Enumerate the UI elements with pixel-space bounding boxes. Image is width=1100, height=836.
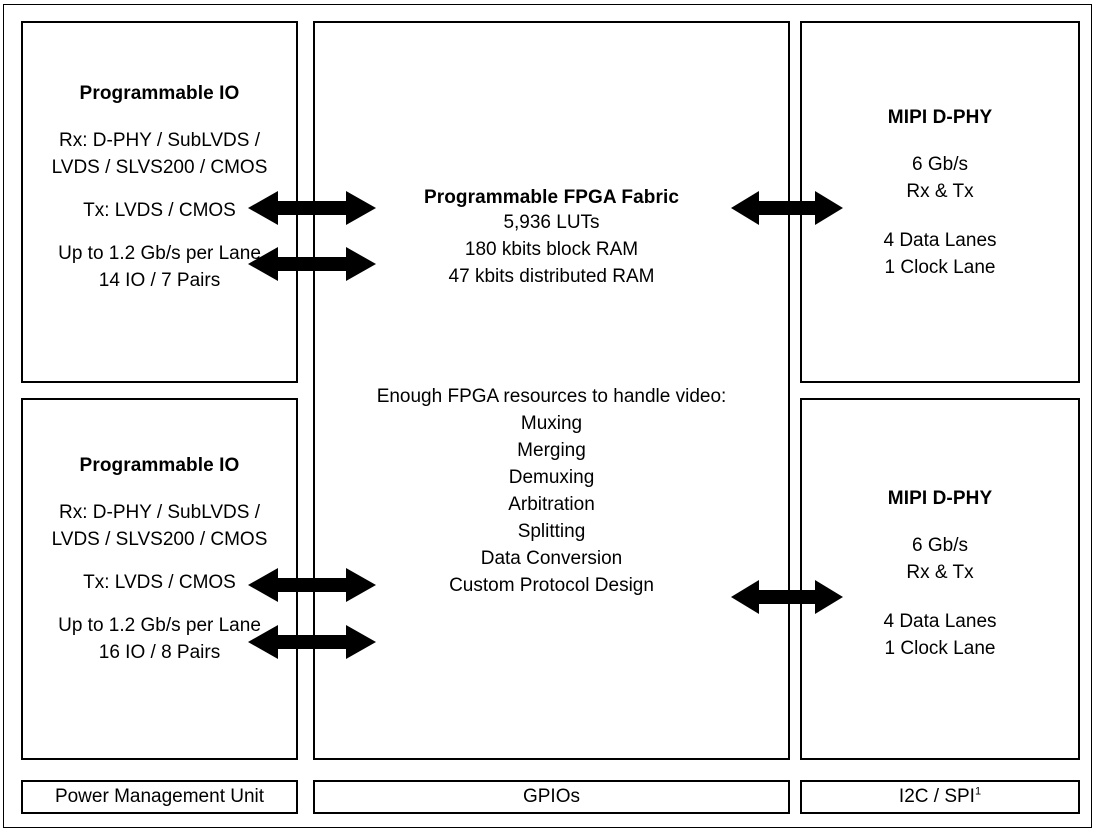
block-mipi-dphy-bottom: MIPI D-PHY 6 Gb/s Rx & Tx 4 Data Lanes 1… <box>800 398 1080 760</box>
gpios-label: GPIOs <box>522 786 580 807</box>
phy-bottom-direction: Rx & Tx <box>906 562 974 583</box>
fabric-resource-item: Muxing <box>520 413 583 434</box>
io-top-title: Programmable IO <box>79 83 240 104</box>
connector-io-bottom-to-fabric-lower <box>248 623 376 661</box>
phy-top-direction: Rx & Tx <box>906 181 974 202</box>
phy-bottom-data-lanes: 4 Data Lanes <box>883 611 997 632</box>
fabric-block-ram: 180 kbits block RAM <box>464 239 639 260</box>
io-bottom-rate: Up to 1.2 Gb/s per Lane <box>58 615 261 636</box>
block-power-management-unit: Power Management Unit <box>21 780 298 814</box>
fabric-resource-item: Arbitration <box>508 494 595 515</box>
connector-io-bottom-to-fabric-upper <box>248 566 376 604</box>
phy-top-data-lanes: 4 Data Lanes <box>883 230 997 251</box>
i2c-spi-label: I2C / SPI1 <box>899 786 981 808</box>
io-top-rx-line1: Rx: D-PHY / SubLVDS / <box>59 130 260 151</box>
phy-bottom-clock-lanes: 1 Clock Lane <box>884 638 996 659</box>
fabric-resource-item: Demuxing <box>508 467 595 488</box>
io-top-rx-line2: LVDS / SLVS200 / CMOS <box>51 157 268 178</box>
fabric-resources-heading: Enough FPGA resources to handle video: <box>376 386 727 407</box>
fabric-resource-item: Splitting <box>517 521 586 542</box>
connector-fabric-to-phy-bottom <box>731 578 843 616</box>
io-bottom-rx-line2: LVDS / SLVS200 / CMOS <box>51 529 268 550</box>
block-gpios: GPIOs <box>313 780 790 814</box>
io-bottom-title: Programmable IO <box>79 455 240 476</box>
phy-top-title: MIPI D-PHY <box>887 107 993 128</box>
fabric-luts: 5,936 LUTs <box>503 212 600 233</box>
fabric-distributed-ram: 47 kbits distributed RAM <box>448 266 655 287</box>
io-bottom-tx: Tx: LVDS / CMOS <box>83 572 236 593</box>
block-programmable-io-top: Programmable IO Rx: D-PHY / SubLVDS / LV… <box>21 21 298 383</box>
i2c-spi-footnote-marker: 1 <box>974 785 982 798</box>
phy-top-rate: 6 Gb/s <box>912 154 968 175</box>
fabric-resource-item: Merging <box>517 440 586 461</box>
io-bottom-pins: 16 IO / 8 Pairs <box>98 642 221 663</box>
power-management-unit-label: Power Management Unit <box>54 786 265 807</box>
block-mipi-dphy-top: MIPI D-PHY 6 Gb/s Rx & Tx 4 Data Lanes 1… <box>800 21 1080 383</box>
i2c-spi-text: I2C / SPI <box>898 786 975 807</box>
phy-top-clock-lanes: 1 Clock Lane <box>884 257 996 278</box>
phy-bottom-rate: 6 Gb/s <box>912 535 968 556</box>
block-i2c-spi: I2C / SPI1 <box>800 780 1080 814</box>
diagram-outer-frame <box>3 4 1092 828</box>
connector-io-top-to-fabric-lower <box>248 245 376 283</box>
fabric-resource-item: Custom Protocol Design <box>449 575 654 596</box>
io-bottom-rx-line1: Rx: D-PHY / SubLVDS / <box>59 502 260 523</box>
io-top-tx: Tx: LVDS / CMOS <box>83 200 236 221</box>
phy-bottom-title: MIPI D-PHY <box>887 488 993 509</box>
block-fpga-fabric: Programmable FPGA Fabric 5,936 LUTs 180 … <box>313 21 790 760</box>
connector-fabric-to-phy-top <box>731 189 843 227</box>
fabric-resource-item: Data Conversion <box>480 548 623 569</box>
fabric-title: Programmable FPGA Fabric <box>423 187 680 208</box>
io-top-pins: 14 IO / 7 Pairs <box>98 270 221 291</box>
block-programmable-io-bottom: Programmable IO Rx: D-PHY / SubLVDS / LV… <box>21 398 298 760</box>
connector-io-top-to-fabric-upper <box>248 189 376 227</box>
io-top-rate: Up to 1.2 Gb/s per Lane <box>58 243 261 264</box>
